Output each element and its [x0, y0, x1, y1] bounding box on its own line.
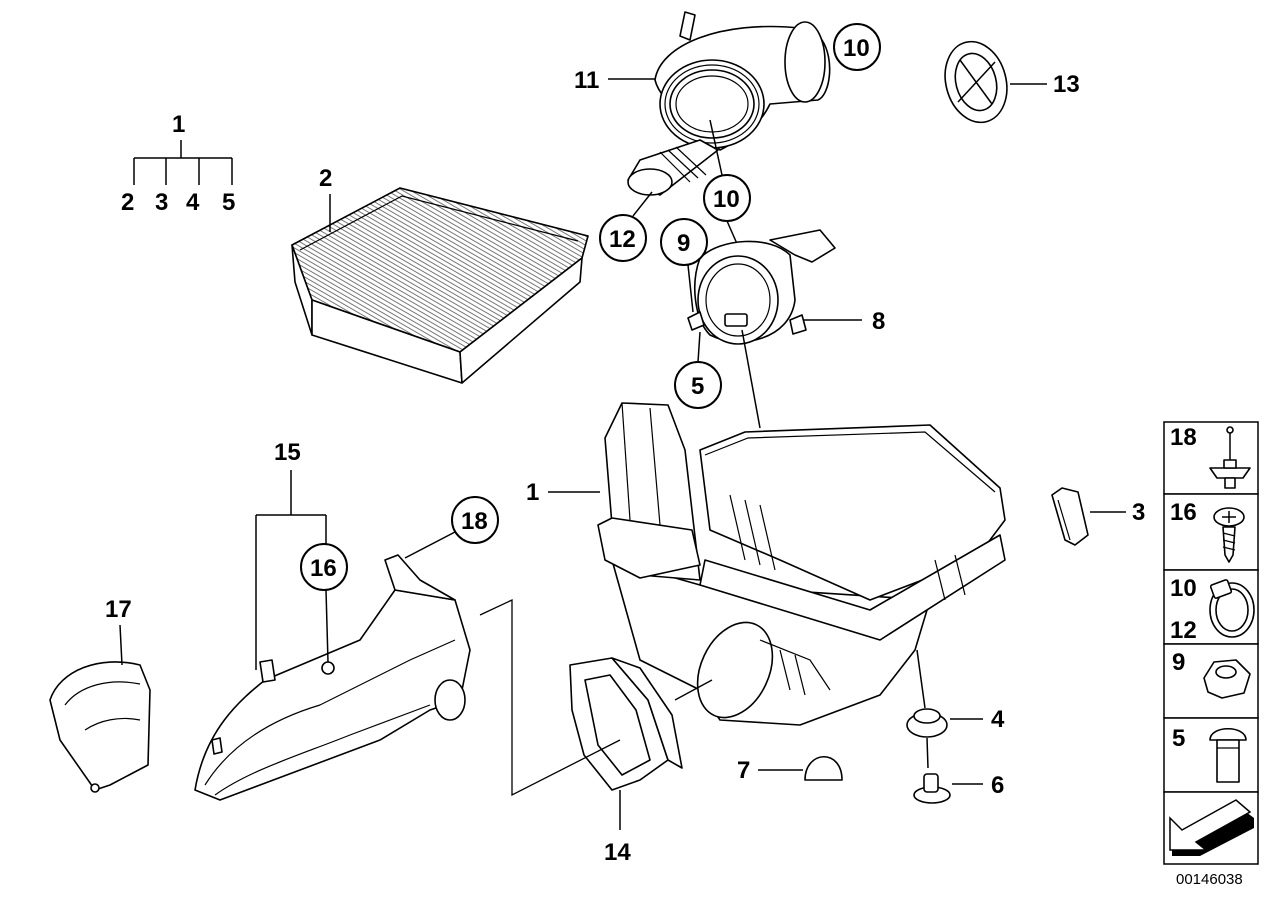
callout-10: 10 — [843, 35, 870, 62]
rubber-cap[interactable] — [804, 755, 843, 781]
mounting-stud[interactable] — [913, 737, 951, 804]
retaining-clip[interactable] — [1051, 487, 1089, 546]
grommet[interactable] — [936, 35, 1015, 130]
air-filter-housing[interactable] — [597, 402, 1006, 730]
fastener-legend: 18 16 10 12 9 — [1163, 421, 1259, 865]
callout-2: 2 — [319, 165, 332, 192]
callout-12: 12 — [609, 226, 636, 253]
callout-13: 13 — [1053, 71, 1080, 98]
callout-18: 18 — [461, 508, 488, 535]
callout-4: 4 — [991, 706, 1005, 733]
callout-10: 10 — [713, 186, 740, 213]
air-mass-meter[interactable] — [687, 229, 836, 345]
kit-tree: 1 2 3 4 5 — [121, 111, 235, 216]
callout-15: 15 — [274, 439, 301, 466]
rubber-mount[interactable] — [906, 649, 948, 738]
air-duct[interactable] — [194, 554, 471, 801]
callout-circle — [833, 23, 881, 71]
legend-label: 9 — [1172, 649, 1185, 676]
hose-clamp-icon — [1209, 579, 1255, 638]
direction-arrow-icon — [1169, 799, 1254, 856]
kit-child-label: 3 — [155, 189, 168, 216]
kit-child-label: 2 — [121, 189, 134, 216]
callout-7: 7 — [737, 757, 750, 784]
callout-11: 11 — [574, 67, 599, 94]
kit-child-label: 4 — [186, 189, 200, 216]
air-filter-element[interactable] — [291, 187, 589, 384]
callout-3: 3 — [1132, 499, 1145, 526]
hex-nut-icon — [1203, 659, 1251, 699]
diagram-number: 00146038 — [1176, 871, 1243, 888]
screw-icon — [1213, 507, 1245, 563]
callout-1: 1 — [526, 479, 539, 506]
callout-17: 17 — [105, 596, 132, 623]
legend-label: 16 — [1170, 499, 1197, 526]
kit-parent-label: 1 — [172, 111, 185, 138]
legend-label: 18 — [1170, 424, 1197, 451]
legend-label: 10 — [1170, 575, 1197, 602]
callout-6: 6 — [991, 772, 1004, 799]
legend-cell — [1163, 717, 1259, 793]
intake-boot[interactable] — [627, 11, 831, 196]
callout-9: 9 — [677, 230, 690, 257]
legend-cell — [1163, 421, 1259, 495]
intake-seal[interactable] — [569, 657, 683, 791]
callout-5: 5 — [691, 373, 704, 400]
callout-circle — [300, 543, 348, 591]
callout-8: 8 — [872, 308, 885, 335]
callout-14: 14 — [604, 839, 631, 866]
callout-circle — [660, 218, 708, 266]
legend-label: 5 — [1172, 725, 1185, 752]
bolt-icon — [1209, 728, 1247, 783]
callout-16: 16 — [310, 555, 337, 582]
legend-label: 12 — [1170, 617, 1197, 644]
callout-circle — [599, 214, 647, 262]
kit-child-label: 5 — [222, 189, 235, 216]
duct-cover[interactable] — [49, 661, 151, 793]
push-rivet-icon — [1209, 426, 1251, 489]
callout-circle — [451, 496, 499, 544]
